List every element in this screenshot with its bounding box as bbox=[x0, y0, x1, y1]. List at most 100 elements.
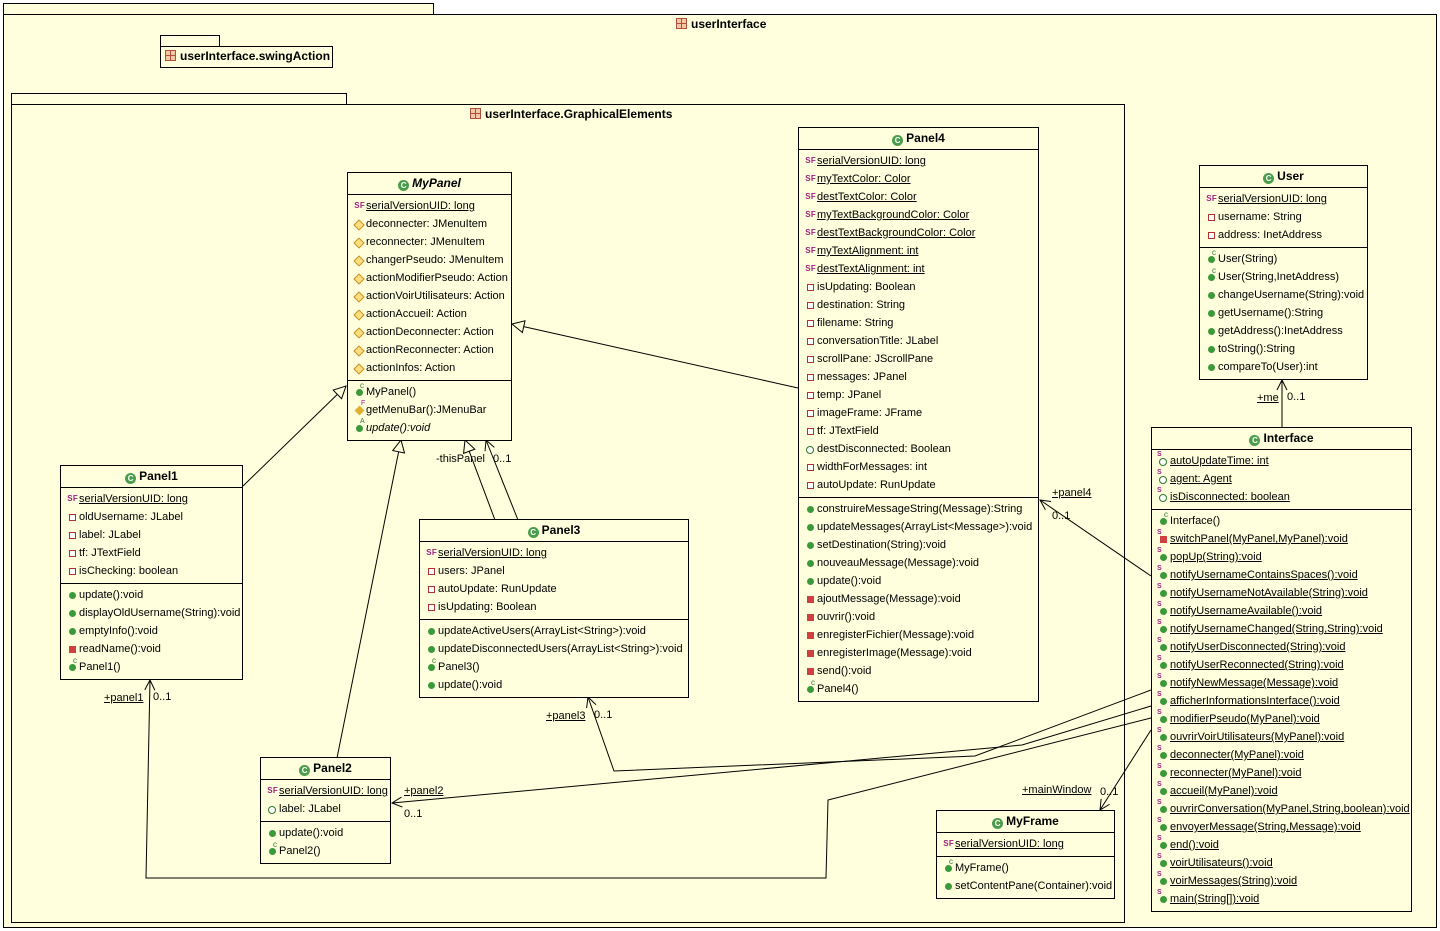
attribute-row[interactable]: autoUpdate: RunUpdate bbox=[420, 580, 688, 598]
operation-row[interactable]: Panel1() bbox=[61, 652, 242, 676]
operation-row[interactable]: readName():void bbox=[61, 640, 242, 658]
operation-row[interactable]: notifyUsernameContainsSpaces():void bbox=[1152, 560, 1411, 584]
attribute-row[interactable]: label: JLabel bbox=[261, 800, 390, 818]
operation-row[interactable]: User(String) bbox=[1200, 244, 1367, 268]
operation-row[interactable]: toString():String bbox=[1200, 340, 1367, 358]
operation-row[interactable]: Panel4() bbox=[799, 674, 1038, 698]
operation-row[interactable]: emptyInfo():void bbox=[61, 622, 242, 640]
attribute-row[interactable]: actionDeconnecter: Action bbox=[348, 323, 511, 341]
operation-row[interactable]: deconnecter(MyPanel):void bbox=[1152, 740, 1411, 764]
operation-row[interactable]: envoyerMessage(String,Message):void bbox=[1152, 812, 1411, 836]
operation-row[interactable]: setContentPane(Container):void bbox=[937, 877, 1114, 895]
operation-row[interactable]: setDestination(String):void bbox=[799, 536, 1038, 554]
operation-row[interactable]: ouvrirVoirUtilisateurs(MyPanel):void bbox=[1152, 722, 1411, 746]
attribute-row[interactable]: actionAccueil: Action bbox=[348, 305, 511, 323]
operation-row[interactable]: ajoutMessage(Message):void bbox=[799, 590, 1038, 608]
operation-row[interactable]: send():void bbox=[799, 662, 1038, 680]
attribute-row[interactable]: isChecking: boolean bbox=[61, 562, 242, 580]
attribute-row[interactable]: actionInfos: Action bbox=[348, 359, 511, 377]
operation-row[interactable]: notifyUsernameChanged(String,String):voi… bbox=[1152, 614, 1411, 638]
operation-row[interactable]: notifyUserReconnected(String):void bbox=[1152, 650, 1411, 674]
operation-row[interactable]: displayOldUsername(String):void bbox=[61, 604, 242, 622]
attribute-row[interactable]: address: InetAddress bbox=[1200, 226, 1367, 244]
operation-row[interactable]: MyPanel() bbox=[348, 377, 511, 401]
operation-row[interactable]: modifierPseudo(MyPanel):void bbox=[1152, 704, 1411, 728]
attribute-row[interactable]: autoUpdate: RunUpdate bbox=[799, 476, 1038, 494]
operation-row[interactable]: getAddress():InetAddress bbox=[1200, 322, 1367, 340]
attribute-row[interactable]: isUpdating: Boolean bbox=[799, 278, 1038, 296]
operation-row[interactable]: update():void bbox=[348, 413, 511, 437]
operation-row[interactable]: update():void bbox=[61, 586, 242, 604]
operation-row[interactable]: updateDisconnectedUsers(ArrayList<String… bbox=[420, 640, 688, 658]
attribute-row[interactable]: actionVoirUtilisateurs: Action bbox=[348, 287, 511, 305]
operation-row[interactable]: voirMessages(String):void bbox=[1152, 866, 1411, 890]
attribute-row[interactable]: users: JPanel bbox=[420, 562, 688, 580]
attribute-row[interactable]: imageFrame: JFrame bbox=[799, 404, 1038, 422]
operation-row[interactable]: User(String,InetAddress) bbox=[1200, 262, 1367, 286]
operation-row[interactable]: MyFrame() bbox=[937, 853, 1114, 877]
operation-row[interactable]: updateMessages(ArrayList<Message>):void bbox=[799, 518, 1038, 536]
operation-row[interactable]: getMenuBar():JMenuBar bbox=[348, 395, 511, 419]
operation-row[interactable]: update():void bbox=[799, 572, 1038, 590]
attribute-row[interactable]: actionReconnecter: Action bbox=[348, 341, 511, 359]
operation-row[interactable]: compareTo(User):int bbox=[1200, 358, 1367, 376]
operation-row[interactable]: notifyUserDisconnected(String):void bbox=[1152, 632, 1411, 656]
operation-row[interactable]: changeUsername(String):void bbox=[1200, 286, 1367, 304]
operation-row[interactable]: end():void bbox=[1152, 830, 1411, 854]
operation-row[interactable]: update():void bbox=[420, 676, 688, 694]
operation-row[interactable]: popUp(String):void bbox=[1152, 542, 1411, 566]
operation-row[interactable]: voirUtilisateurs():void bbox=[1152, 848, 1411, 872]
operation-row[interactable]: enregisterImage(Message):void bbox=[799, 644, 1038, 662]
attribute-row[interactable]: tf: JTextField bbox=[61, 544, 242, 562]
operation-row[interactable]: enregisterFichier(Message):void bbox=[799, 626, 1038, 644]
operation-row[interactable]: switchPanel(MyPanel,MyPanel):void bbox=[1152, 524, 1411, 548]
operation-row[interactable]: updateActiveUsers(ArrayList<String>):voi… bbox=[420, 622, 688, 640]
operation-row[interactable]: accueil(MyPanel):void bbox=[1152, 776, 1411, 800]
operation-row[interactable]: reconnecter(MyPanel):void bbox=[1152, 758, 1411, 782]
attribute-row[interactable]: destDisconnected: Boolean bbox=[799, 440, 1038, 458]
attribute-row[interactable]: autoUpdateTime: int bbox=[1152, 446, 1411, 470]
attribute-row[interactable]: deconnecter: JMenuItem bbox=[348, 215, 511, 233]
operation-row[interactable]: main(String[]):void bbox=[1152, 884, 1411, 908]
operation-row[interactable]: nouveauMessage(Message):void bbox=[799, 554, 1038, 572]
operation-row[interactable]: Panel2() bbox=[261, 836, 390, 860]
attribute-row[interactable]: agent: Agent bbox=[1152, 464, 1411, 488]
operation-row[interactable]: afficherInformationsInterface():void bbox=[1152, 686, 1411, 710]
operation-row[interactable]: construireMessageString(Message):String bbox=[799, 500, 1038, 518]
attribute-row[interactable]: isDisconnected: boolean bbox=[1152, 482, 1411, 506]
attribute-row[interactable]: changerPseudo: JMenuItem bbox=[348, 251, 511, 269]
operation-row[interactable]: Interface() bbox=[1152, 506, 1411, 530]
attribute-row[interactable]: actionModifierPseudo: Action bbox=[348, 269, 511, 287]
attribute-row[interactable]: scrollPane: JScrollPane bbox=[799, 350, 1038, 368]
attribute-row[interactable]: label: JLabel bbox=[61, 526, 242, 544]
package-swing-action[interactable] bbox=[160, 46, 333, 68]
operation-row[interactable]: ouvrirConversation(MyPanel,String,boolea… bbox=[1152, 794, 1411, 818]
attribute-row[interactable]: isUpdating: Boolean bbox=[420, 598, 688, 616]
attribute-row[interactable]: widthForMessages: int bbox=[799, 458, 1038, 476]
